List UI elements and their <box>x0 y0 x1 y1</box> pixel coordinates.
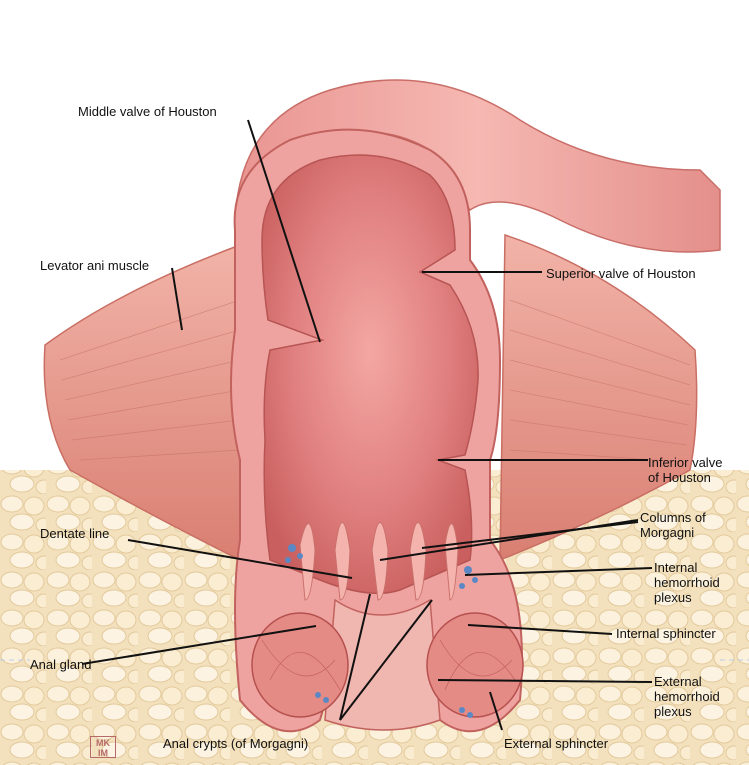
label-middle-valve: Middle valve of Houston <box>78 104 217 119</box>
label-levator-ani: Levator ani muscle <box>40 258 149 273</box>
label-anal-gland: Anal gland <box>30 657 91 672</box>
label-superior-valve: Superior valve of Houston <box>546 266 696 281</box>
label-inferior-valve: Inferior valve of Houston <box>648 455 722 485</box>
label-anal-crypts: Anal crypts (of Morgagni) <box>163 736 308 751</box>
label-internal-sphincter: Internal sphincter <box>616 626 716 641</box>
label-columns-of-morgagni: Columns of Morgagni <box>640 510 706 540</box>
label-dentate-line: Dentate line <box>40 526 109 541</box>
label-external-sphincter: External sphincter <box>504 736 608 751</box>
label-external-plexus: External hemorrhoid plexus <box>654 674 720 719</box>
rectal-lumen <box>262 155 478 593</box>
label-internal-plexus: Internal hemorrhoid plexus <box>654 560 720 605</box>
